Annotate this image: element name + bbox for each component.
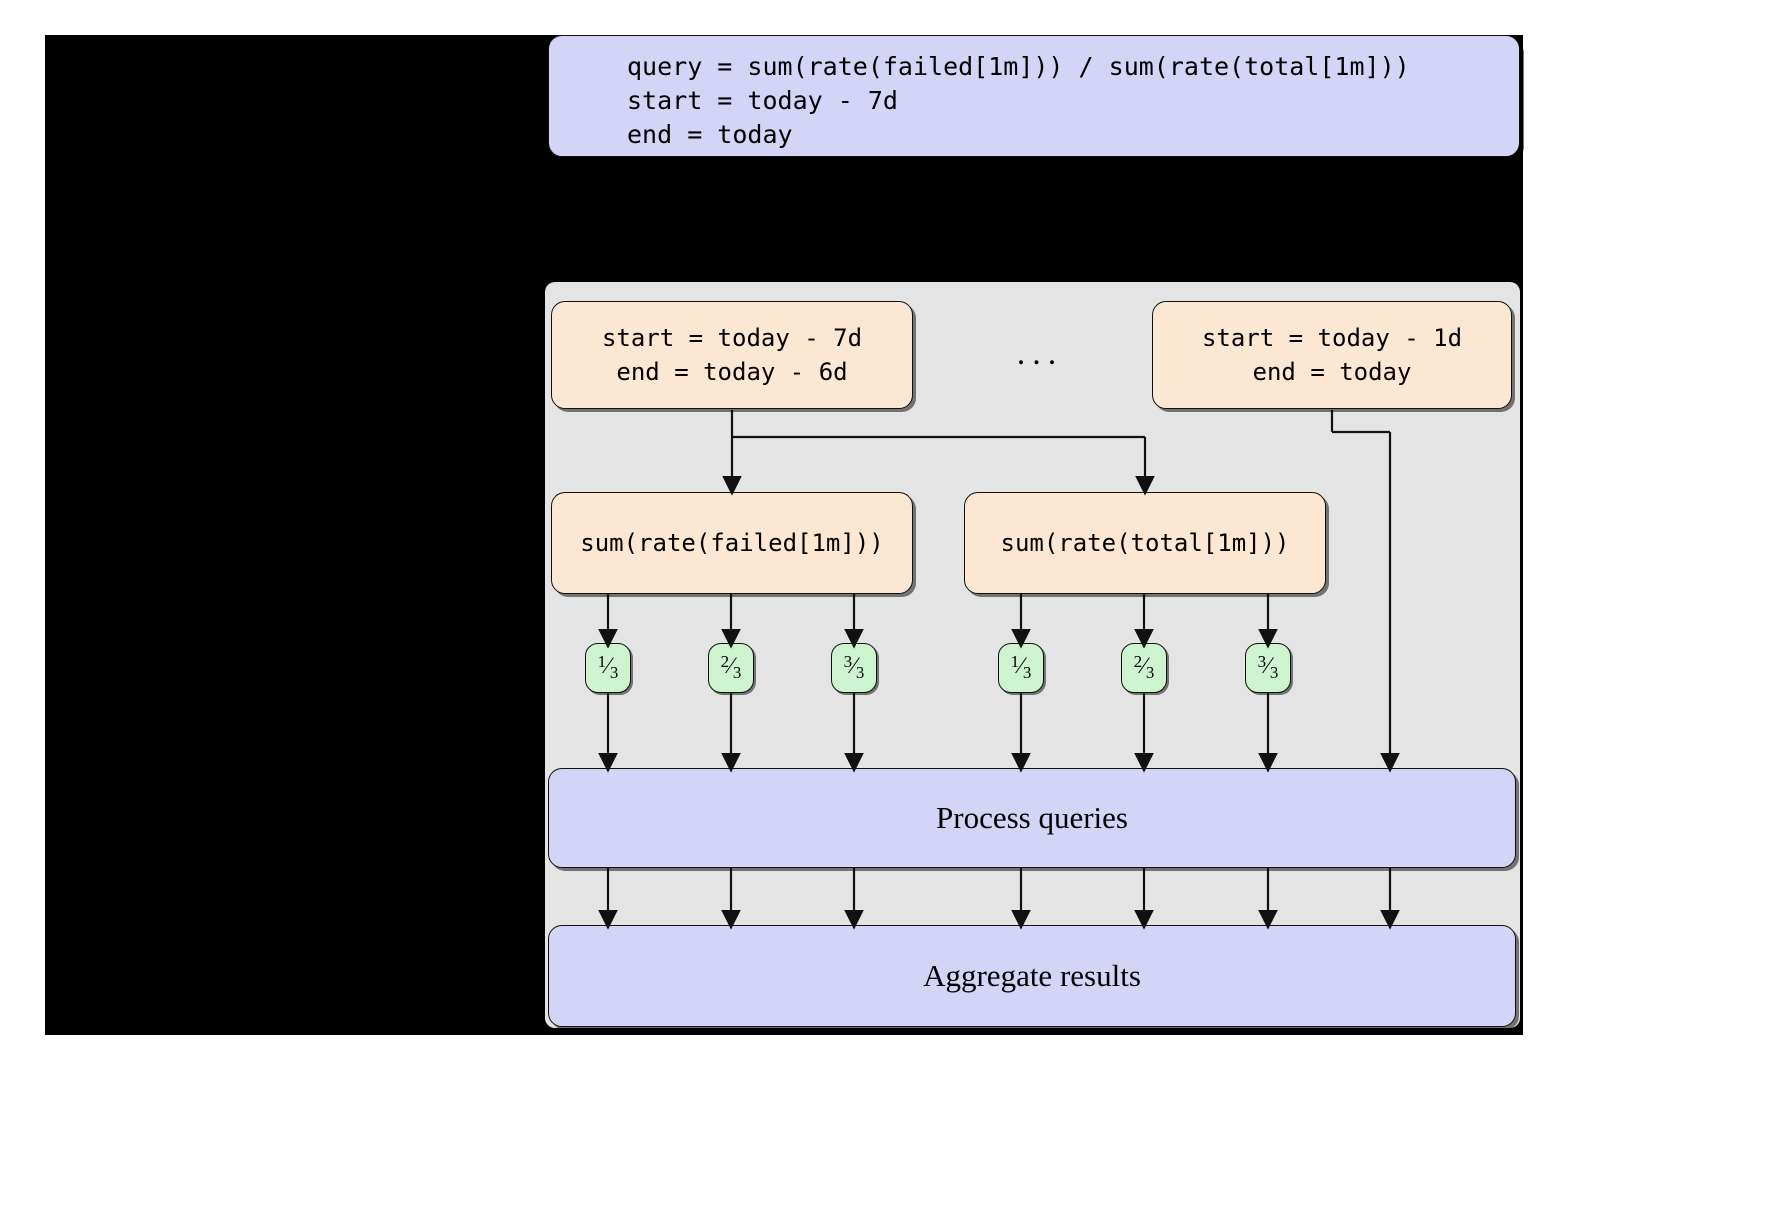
shard-end-line: end = today [1252,358,1412,386]
subquery-box-total: sum(rate(total[1m])) [964,492,1326,594]
code-line-start: start = today - 7d [627,86,898,115]
step-node: 1⁄3 [998,643,1044,693]
shard-end-line: end = today - 6d [616,358,848,386]
step-node: 1⁄3 [585,643,631,693]
step-node: 2⁄3 [708,643,754,693]
step-node: 2⁄3 [1121,643,1167,693]
aggregate-results-bar: Aggregate results [548,925,1516,1027]
query-definition-box: query = sum(rate(failed[1m])) / sum(rate… [548,35,1520,157]
step-fraction-label: 2⁄3 [1133,652,1155,683]
subquery-label: sum(rate(total[1m])) [1000,529,1290,557]
code-line-end: end = today [627,120,793,149]
shard-box-first: start = today - 7d end = today - 6d [551,301,913,409]
aggregate-results-label: Aggregate results [923,958,1141,993]
process-queries-label: Process queries [936,800,1128,835]
shard-box-last: start = today - 1d end = today [1152,301,1512,409]
step-node: 3⁄3 [831,643,877,693]
shard-start-line: start = today - 7d [601,324,863,352]
process-queries-bar: Process queries [548,768,1516,868]
ellipsis-label: ... [1016,335,1064,372]
step-fraction-label: 1⁄3 [597,652,619,683]
subquery-box-failed: sum(rate(failed[1m])) [551,492,913,594]
code-line-query: query = sum(rate(failed[1m])) / sum(rate… [627,52,1410,81]
step-fraction-label: 2⁄3 [720,652,742,683]
step-fraction-label: 1⁄3 [1010,652,1032,683]
shard-start-line: start = today - 1d [1201,324,1463,352]
step-fraction-label: 3⁄3 [1257,652,1279,683]
step-fraction-label: 3⁄3 [843,652,865,683]
subquery-label: sum(rate(failed[1m])) [580,529,884,557]
